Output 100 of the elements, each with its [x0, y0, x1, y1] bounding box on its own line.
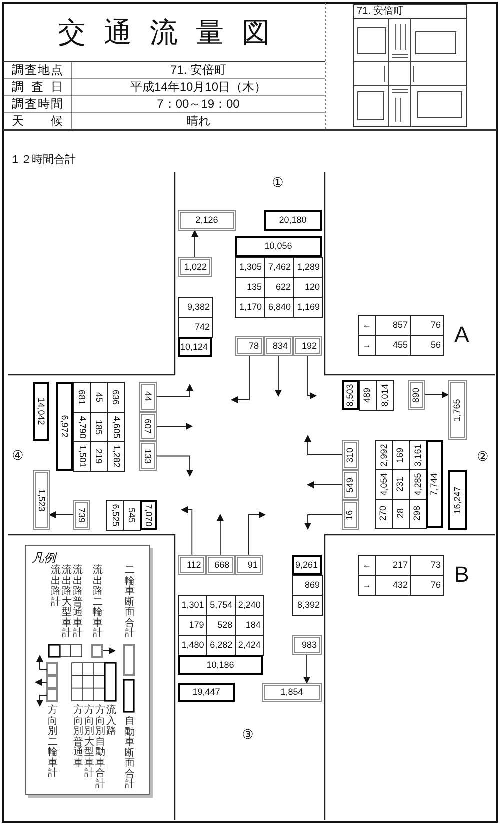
- traffic-count: 1,301: [182, 601, 204, 610]
- traffic-count: 270: [380, 506, 388, 522]
- arrow: [231, 356, 250, 404]
- count-cell: [359, 380, 377, 411]
- traffic-count: 73: [430, 561, 441, 570]
- count-cell: [140, 500, 157, 530]
- traffic-count: 6,840: [268, 303, 291, 312]
- approach-number: ④: [11, 447, 25, 465]
- count-cell: [292, 595, 323, 616]
- traffic-count: 185: [94, 420, 104, 435]
- arrow: [304, 435, 342, 456]
- traffic-count: 432: [392, 581, 408, 590]
- arrow: [275, 356, 282, 397]
- count-cell: [178, 683, 235, 702]
- traffic-count: 28: [396, 508, 406, 519]
- traffic-count: 869: [304, 581, 320, 590]
- approach-number: ①: [271, 174, 285, 192]
- count-cell: [342, 440, 359, 470]
- direction-symbol: →: [362, 581, 372, 590]
- legend-label: 流出路計: [51, 566, 61, 608]
- traffic-count: 8,014: [380, 384, 390, 407]
- count-cell: [342, 470, 359, 500]
- traffic-count: 528: [218, 621, 233, 630]
- traffic-count: 133: [144, 448, 152, 464]
- legend-heading: 凡例: [32, 550, 58, 565]
- traffic-count: 1,170: [239, 303, 262, 312]
- traffic-count: 10,124: [180, 342, 208, 352]
- legend-label: 流出路大型車計: [62, 566, 72, 640]
- count-cell: [262, 683, 322, 702]
- traffic-count: 7,744: [430, 472, 439, 496]
- traffic-count: 1,501: [78, 445, 86, 468]
- field-label: 調査時間: [11, 96, 64, 113]
- traffic-count: 91: [248, 560, 258, 570]
- traffic-count: 169: [396, 448, 406, 463]
- traffic-count: 1,022: [184, 262, 207, 272]
- traffic-count: 4,605: [112, 416, 120, 438]
- traffic-count: 310: [346, 447, 355, 463]
- count-cell: [178, 337, 212, 357]
- arrow: [156, 423, 193, 430]
- count-cell: [73, 500, 90, 530]
- count-cell: [178, 317, 213, 338]
- traffic-count: 10,186: [206, 660, 234, 670]
- traffic-count: 192: [302, 342, 317, 350]
- traffic-count: 76: [430, 321, 441, 330]
- traffic-count: 16,247: [453, 486, 462, 514]
- traffic-count: 179: [189, 621, 204, 630]
- count-cell: [408, 380, 425, 410]
- traffic-count: 14,042: [36, 398, 46, 426]
- traffic-count: 6,525: [110, 504, 120, 527]
- approach-number: ③: [241, 726, 255, 744]
- count-cell: [293, 257, 323, 278]
- traffic-count: 3,161: [414, 444, 422, 466]
- field-label: 調査地点: [11, 62, 64, 79]
- arrow: [304, 654, 310, 684]
- traffic-count: 890: [412, 387, 421, 403]
- map-caption: 71. 安倍町: [357, 6, 405, 18]
- arrow: [307, 356, 317, 400]
- traffic-count: 1,523: [37, 488, 46, 512]
- count-cell: [358, 555, 376, 576]
- count-cell: [292, 575, 323, 596]
- count-cell: [178, 595, 208, 616]
- traffic-count: 6,972: [60, 415, 69, 438]
- traffic-count: 681: [78, 390, 86, 405]
- count-cell: [178, 555, 206, 575]
- count-cell: [375, 498, 393, 529]
- count-cell: [234, 555, 263, 575]
- traffic-count: 4,790: [78, 416, 86, 438]
- legend-label: 方向別普通車: [74, 706, 84, 769]
- count-cell: [235, 277, 265, 298]
- count-cell: [293, 297, 323, 318]
- count-cell: [292, 635, 322, 655]
- traffic-count: 7,070: [144, 504, 153, 526]
- traffic-count: 9,382: [187, 303, 210, 312]
- traffic-count: 7,462: [268, 263, 291, 272]
- arrow: [156, 384, 194, 398]
- traffic-count: 78: [248, 342, 259, 350]
- legend-label: 二輪車断面合計: [125, 566, 135, 640]
- direction-symbol: ←: [362, 561, 372, 570]
- count-cell: [107, 382, 125, 413]
- traffic-count: 1,169: [297, 303, 320, 312]
- traffic-count: 4,285: [414, 473, 422, 496]
- field-value: 晴れ: [186, 113, 212, 130]
- count-cell: [358, 335, 376, 356]
- traffic-count: 1,305: [239, 263, 262, 272]
- count-cell: [426, 440, 443, 528]
- traffic-count: 636: [112, 390, 120, 405]
- traffic-count: 834: [272, 342, 288, 350]
- count-cell: [410, 575, 444, 596]
- arrow: [216, 514, 224, 556]
- traffic-count: 16: [346, 510, 355, 520]
- traffic-count: 607: [144, 419, 152, 434]
- count-cell: [235, 257, 265, 278]
- count-cell: [33, 470, 50, 530]
- section-heading: １２時間合計: [10, 152, 77, 168]
- count-cell: [293, 336, 322, 356]
- traffic-count: 112: [186, 560, 202, 570]
- legend-label: 方向別自動車合計: [96, 706, 106, 790]
- count-cell: [410, 555, 444, 576]
- field-value: 71. 安倍町: [169, 62, 228, 79]
- traffic-count: 1,289: [297, 263, 320, 272]
